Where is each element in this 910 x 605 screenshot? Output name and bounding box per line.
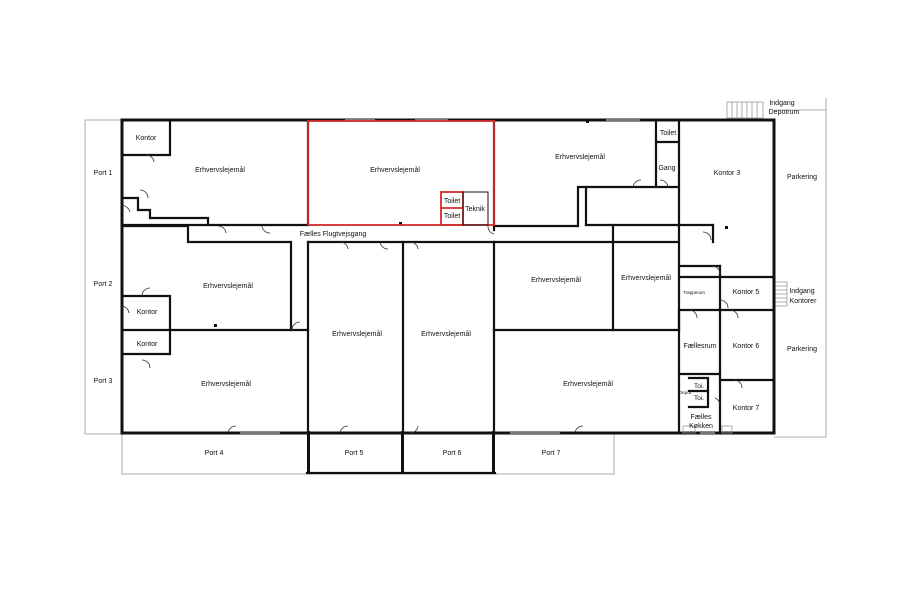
label-parkering-2: Parkering — [787, 346, 817, 353]
room-erhverv-2-highlighted: Erhvervslejemål — [370, 166, 420, 174]
room-faelles-koekken-line2: Køkken — [689, 423, 713, 430]
corridor-flugtvejsgang: Fælles Flugtvejsgang — [300, 231, 367, 238]
room-faellesrum: Fællesrum — [683, 343, 716, 350]
label-port-7: Port 7 — [542, 450, 561, 457]
label-indgang-depotrum-line1: Indgang — [769, 100, 794, 107]
room-kontor-3: Kontor 3 — [714, 170, 741, 177]
windows — [240, 119, 715, 434]
room-gang: Gang — [658, 165, 675, 172]
room-kontor-7: Kontor 7 — [733, 405, 760, 412]
highlighted-wc-block — [440, 191, 489, 226]
room-kontor-left-1: Kontor — [137, 309, 158, 316]
room-kontor-left-2: Kontor — [137, 341, 158, 348]
label-port-5: Port 5 — [345, 450, 364, 457]
room-toilet-top: Toilet — [660, 130, 676, 137]
room-erhverv-1: Erhvervslejemål — [195, 166, 245, 174]
room-erhverv-9: Erhvervslejemål — [201, 380, 251, 388]
kitchen-fixtures — [682, 425, 733, 434]
stairs-kontorer — [774, 281, 788, 307]
label-parkering-1: Parkering — [787, 174, 817, 181]
room-erhverv-4: Erhvervslejemål — [203, 282, 253, 290]
interior-walls — [120, 118, 776, 435]
room-kontor-top-left: Kontor — [136, 135, 157, 142]
label-port-6: Port 6 — [443, 450, 462, 457]
highlighted-unit — [307, 120, 495, 226]
label-port-2: Port 2 — [94, 281, 113, 288]
room-faelles-koekken-line1: Fælles — [690, 414, 712, 421]
label-port-3: Port 3 — [94, 378, 113, 385]
room-toi-1: Toi. — [694, 383, 704, 390]
port-doors — [305, 431, 497, 475]
room-erhverv-7: Erhvervslejemål — [531, 276, 581, 284]
label-port-1: Port 1 — [94, 170, 113, 177]
room-erhverv-8: Erhvervslejemål — [621, 274, 671, 282]
site-outlines — [84, 98, 827, 475]
stairs-depotrum — [726, 101, 764, 119]
room-erhverv-6: Erhvervslejemål — [421, 330, 471, 338]
room-toilet-2: Toilet — [444, 213, 460, 220]
room-kontor-6: Kontor 6 — [733, 343, 760, 350]
room-erhverv-5: Erhvervslejemål — [332, 330, 382, 338]
room-trapperum: Trapperum — [683, 290, 705, 295]
label-port-4: Port 4 — [205, 450, 224, 457]
label-indgang-kontorer-line1: Indgang — [789, 288, 814, 295]
door-swings — [121, 154, 743, 434]
columns — [170, 120, 728, 327]
room-erhverv-10: Erhvervslejemål — [563, 380, 613, 388]
room-toilet-1: Toilet — [444, 198, 460, 205]
room-depot-small: Depot — [679, 390, 692, 395]
room-teknik: Teknik — [465, 206, 485, 213]
room-erhverv-3: Erhvervslejemål — [555, 153, 605, 161]
room-kontor-5: Kontor 5 — [733, 289, 760, 296]
label-indgang-depotrum-line2: Depotrum — [769, 109, 800, 116]
label-indgang-kontorer-line2: Kontorer — [790, 298, 818, 305]
room-toi-2: Toi. — [694, 395, 704, 402]
